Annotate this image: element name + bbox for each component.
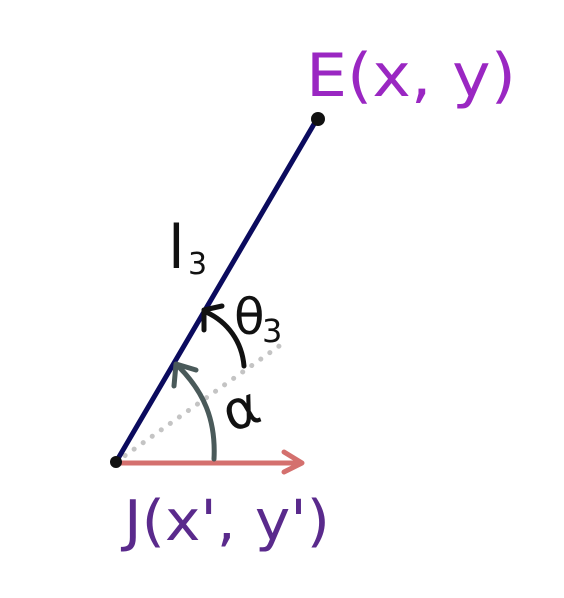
theta-arc-arrowhead — [201, 303, 225, 333]
alpha-arc — [175, 363, 217, 462]
alpha-reference-line — [113, 341, 285, 465]
end-point-e — [311, 112, 325, 126]
joint-point-label: J(x', y') — [121, 489, 330, 554]
alpha-label: α — [213, 373, 268, 444]
x-axis-arrow-head — [281, 449, 305, 475]
link-length-subscript: 3 — [188, 247, 207, 282]
theta-arc — [203, 309, 247, 369]
alpha-arc-arrowhead — [171, 361, 199, 389]
theta-label: θ — [234, 288, 265, 346]
end-point-label: E(x, y) — [306, 41, 516, 111]
theta-subscript: 3 — [262, 312, 282, 350]
joint-point-j — [110, 456, 122, 468]
link-length-label: l — [168, 213, 185, 283]
link-l3 — [113, 116, 320, 465]
